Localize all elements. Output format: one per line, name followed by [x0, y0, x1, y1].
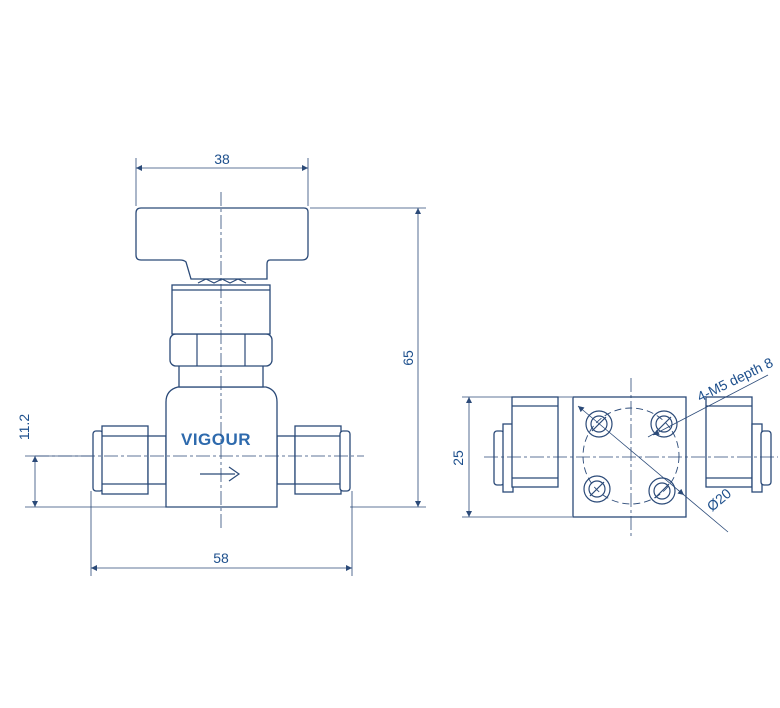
mounting-hole-3	[583, 475, 611, 503]
top-right-fitting	[705, 396, 772, 493]
front-left-fitting	[92, 425, 167, 495]
top-view	[484, 378, 778, 536]
front-right-fitting	[276, 425, 351, 495]
dim-total-height: 65	[400, 350, 416, 366]
front-view: VIGOUR	[35, 192, 364, 528]
brand-label: VIGOUR	[181, 430, 251, 449]
flow-direction-arrow	[200, 466, 241, 482]
dim-body-width: 25	[450, 450, 466, 466]
top-left-fitting	[493, 396, 559, 493]
valve-handle	[135, 207, 309, 280]
mounting-hole-1	[585, 410, 613, 438]
front-dimensions: 38 65 11.2 58	[16, 151, 426, 576]
dim-handle-width: 38	[214, 151, 230, 167]
dim-port-height: 11.2	[16, 414, 32, 440]
mounting-hole-2	[650, 410, 678, 438]
valve-body	[165, 386, 278, 508]
dim-overall-length: 58	[213, 550, 229, 566]
mounting-hole-4	[648, 477, 676, 505]
dim-hole-circle: Ø20	[704, 485, 735, 514]
